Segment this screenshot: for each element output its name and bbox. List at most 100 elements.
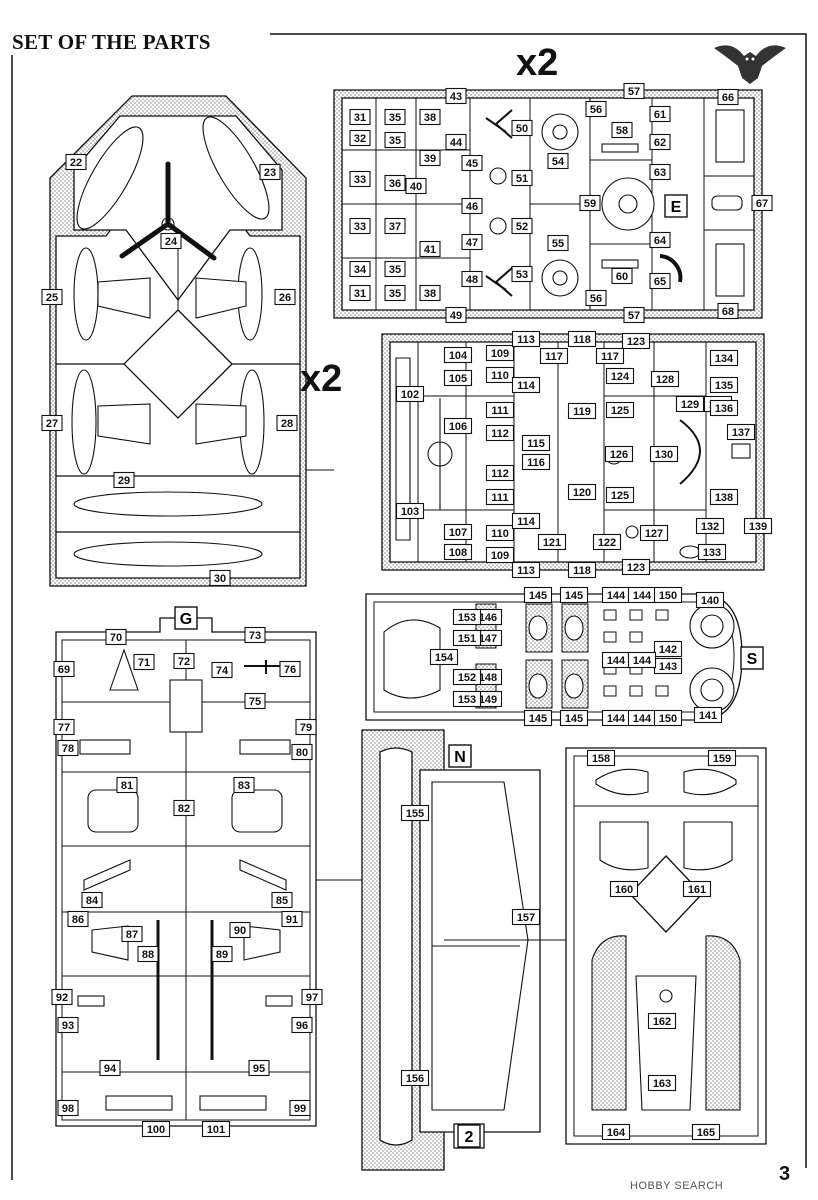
part-label-38: 38 [419,108,441,126]
part-label-141: 141 [693,706,723,724]
svg-text:148: 148 [479,672,497,684]
part-label-114: 114 [511,512,541,530]
svg-text:78: 78 [62,743,74,755]
watermark: HOBBY SEARCH [630,1180,724,1192]
svg-text:74: 74 [216,665,229,677]
svg-text:124: 124 [611,371,630,383]
part-label-96: 96 [291,1016,313,1034]
svg-text:88: 88 [142,949,154,961]
svg-text:91: 91 [286,914,298,926]
part-label-69: 69 [53,660,75,678]
svg-text:117: 117 [545,351,563,363]
part-label-133: 133 [697,543,727,561]
svg-text:77: 77 [58,722,70,734]
part-label-108: 108 [443,543,473,561]
svg-text:35: 35 [389,264,401,276]
part-label-35: 35 [384,260,406,278]
svg-text:33: 33 [354,174,366,186]
svg-text:24: 24 [165,236,178,248]
svg-text:55: 55 [552,238,564,250]
svg-text:2: 2 [465,1129,474,1146]
svg-text:45: 45 [466,158,478,170]
part-label-123: 123 [621,332,651,350]
part-label-35: 35 [384,108,406,126]
svg-text:57: 57 [628,310,640,322]
part-label-74: 74 [211,661,233,679]
part-label-31: 31 [349,284,371,302]
svg-text:101: 101 [207,1124,225,1136]
part-label-165: 165 [691,1123,721,1141]
svg-text:138: 138 [715,492,733,504]
svg-text:65: 65 [654,276,666,288]
svg-text:89: 89 [216,949,228,961]
part-label-125: 125 [605,486,635,504]
part-label-107: 107 [443,523,473,541]
svg-text:48: 48 [466,274,478,286]
part-label-57: 57 [623,82,645,100]
part-label-145: 145 [559,586,589,604]
svg-text:126: 126 [610,449,628,461]
svg-text:103: 103 [401,506,419,518]
part-label-119: 119 [567,402,597,420]
svg-text:62: 62 [654,137,666,149]
part-label-118: 118 [567,561,597,579]
part-label-137: 137 [726,423,756,441]
part-label-56: 56 [585,289,607,307]
page-title: SET OF THE PARTS [8,30,215,55]
svg-text:119: 119 [573,406,591,418]
part-label-149: 149 [473,690,503,708]
part-label-115: 115 [521,434,551,452]
part-label-161: 161 [682,880,712,898]
svg-text:29: 29 [118,475,130,487]
part-label-76: 76 [279,660,301,678]
svg-text:153: 153 [458,694,476,706]
svg-text:27: 27 [46,418,58,430]
part-label-46: 46 [461,197,483,215]
part-label-138: 138 [709,488,739,506]
svg-text:61: 61 [654,109,666,121]
part-label-62: 62 [649,133,671,151]
part-label-145: 145 [523,586,553,604]
part-label-146: 146 [473,608,503,626]
svg-text:112: 112 [491,428,509,440]
part-label-37: 37 [384,217,406,235]
svg-text:157: 157 [517,912,535,924]
part-label-84: 84 [81,891,103,909]
svg-text:94: 94 [104,1063,117,1075]
svg-text:47: 47 [466,237,478,249]
svg-text:44: 44 [450,137,463,149]
part-label-157: 157 [511,908,541,926]
part-label-50: 50 [511,119,533,137]
part-label-156: 156 [400,1069,430,1087]
svg-text:30: 30 [214,573,226,585]
svg-text:149: 149 [479,694,497,706]
part-label-26: 26 [274,288,296,306]
part-label-151: 151 [452,629,482,647]
part-label-124: 124 [605,367,635,385]
part-label-33: 33 [349,170,371,188]
sprue-h [565,747,767,1145]
svg-text:58: 58 [616,125,628,137]
svg-text:121: 121 [543,537,561,549]
svg-text:144: 144 [633,713,652,725]
part-label-68: 68 [717,302,739,320]
svg-text:75: 75 [249,696,261,708]
part-label-105: 105 [443,369,473,387]
part-label-75: 75 [244,692,266,710]
svg-text:132: 132 [701,521,719,533]
part-label-49: 49 [445,306,467,324]
svg-text:43: 43 [450,91,462,103]
svg-text:158: 158 [592,753,610,765]
part-label-35: 35 [384,284,406,302]
svg-text:107: 107 [449,527,467,539]
part-label-97: 97 [301,988,323,1006]
part-label-47: 47 [461,233,483,251]
part-label-101: 101 [201,1120,231,1138]
part-label-142: 142 [653,640,683,658]
part-label-144: 144 [627,586,657,604]
svg-text:129: 129 [681,399,699,411]
part-label-106: 106 [443,417,473,435]
svg-text:141: 141 [699,710,717,722]
svg-text:123: 123 [627,562,645,574]
svg-text:154: 154 [435,652,454,664]
